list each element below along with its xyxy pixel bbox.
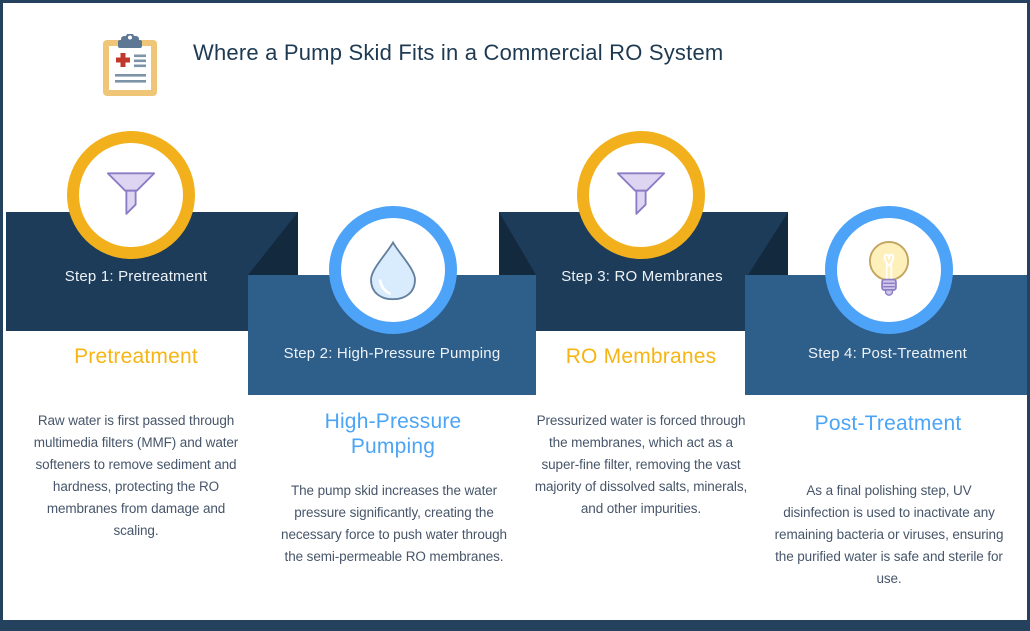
step4-description: As a final polishing step, UV disinfecti…: [774, 483, 1004, 586]
water-drop-icon: [356, 231, 430, 310]
step1-badge: [67, 131, 195, 259]
clipboard-medical-icon: [101, 33, 159, 103]
lightbulb-icon: [852, 231, 926, 310]
step3-heading: RO Membranes: [565, 345, 717, 368]
step2-heading: High-Pressure Pumping: [324, 410, 462, 458]
funnel-icon: [94, 156, 168, 235]
step2-banner-label: Step 2: High-Pressure Pumping: [283, 345, 501, 362]
step3-badge: [577, 131, 705, 259]
step4-badge: [825, 206, 953, 334]
step3-description: Pressurized water is forced through the …: [534, 413, 748, 516]
step1-description: Raw water is first passed through multim…: [33, 413, 239, 538]
step4-heading: Post-Treatment: [814, 412, 962, 435]
step4-banner-label: Step 4: Post-Treatment: [808, 345, 967, 362]
page-title: Where a Pump Skid Fits in a Commercial R…: [193, 40, 724, 65]
step2-description: The pump skid increases the water pressu…: [281, 483, 507, 564]
funnel-icon: [604, 156, 678, 235]
step3-banner-label: Step 3: RO Membranes: [561, 268, 723, 285]
step1-banner-label: Step 1: Pretreatment: [64, 268, 208, 285]
step1-heading: Pretreatment: [74, 345, 198, 368]
bottom-accent-bar: [3, 620, 1027, 628]
step2-badge: [329, 206, 457, 334]
